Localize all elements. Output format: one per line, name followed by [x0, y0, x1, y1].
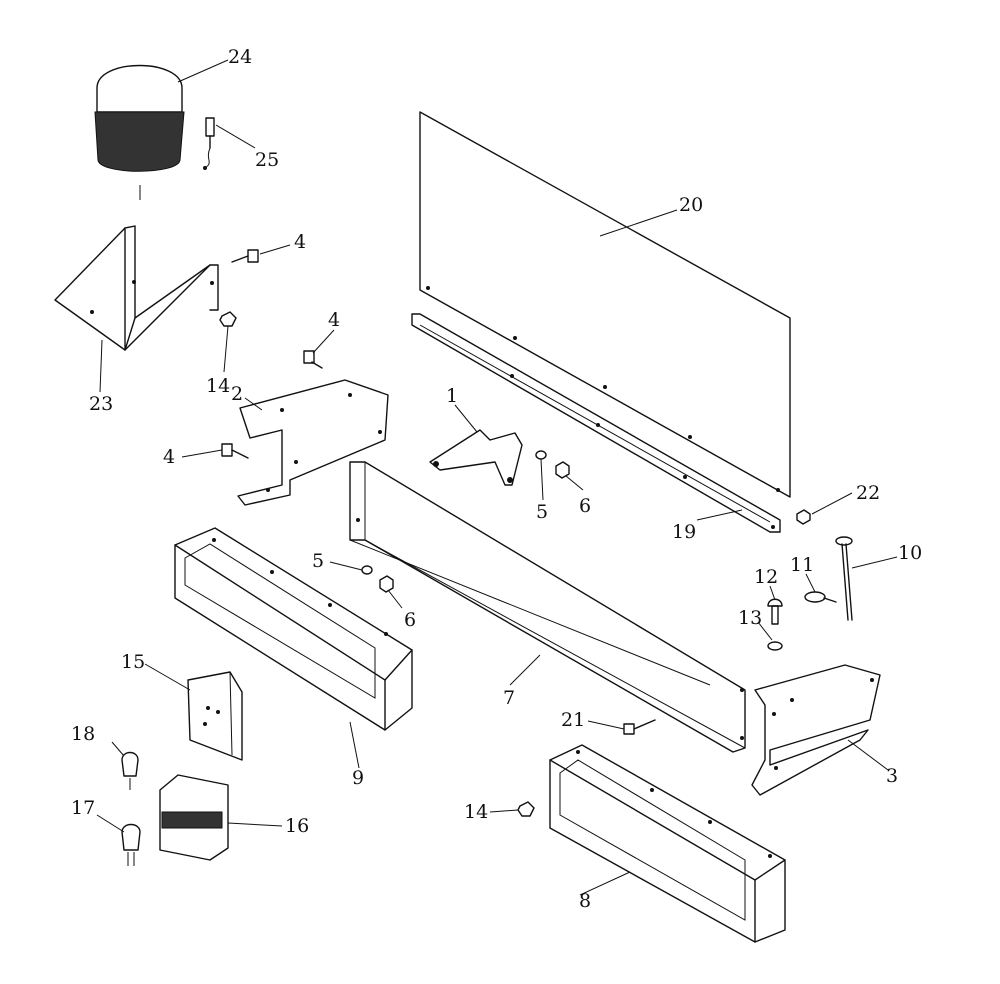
- nut-upper: [219, 311, 237, 327]
- washer-upper: [535, 450, 547, 460]
- callout-labels: 1 2 3 4 4 4 5 5 6 6 7 8 9 10 11 12 13 14…: [71, 46, 922, 912]
- callout-15: 15: [121, 651, 145, 673]
- callout-11: 11: [790, 554, 814, 576]
- callout-12: 12: [754, 566, 778, 588]
- nut-6-lower: [379, 575, 394, 593]
- callout-20: 20: [679, 194, 703, 216]
- right-light-box: [549, 744, 786, 943]
- mounting-plate: [187, 671, 243, 761]
- beacon-light: [94, 64, 185, 200]
- callout-23: 23: [89, 393, 113, 415]
- small-bracket: [429, 429, 523, 486]
- carriage-bolt: [767, 598, 783, 625]
- left-mount-plate: [237, 379, 389, 506]
- callout-18: 18: [71, 723, 95, 745]
- leader-lines: [96, 59, 898, 896]
- right-mount-plate: [751, 664, 881, 796]
- callout-6a: 6: [579, 495, 591, 517]
- beacon-bracket: [54, 225, 219, 351]
- long-channel: [349, 461, 746, 753]
- callout-14b: 14: [464, 801, 488, 823]
- bolt-lower: [221, 443, 249, 459]
- bolt-upper: [231, 249, 259, 263]
- tail-lamp: [159, 774, 229, 861]
- nut-22: [796, 509, 811, 525]
- callout-4b: 4: [328, 309, 340, 331]
- bolt-middle: [303, 350, 323, 369]
- callout-1: 1: [446, 385, 458, 407]
- nut-lower: [517, 801, 535, 817]
- callout-19: 19: [672, 521, 696, 543]
- callout-4c: 4: [163, 446, 175, 468]
- bulb-18: [121, 751, 139, 790]
- bulb-17: [121, 823, 141, 866]
- callout-22: 22: [856, 482, 880, 504]
- callout-25: 25: [255, 149, 279, 171]
- lynch-pin: [804, 591, 837, 603]
- callout-2: 2: [231, 383, 243, 405]
- callout-10: 10: [898, 542, 922, 564]
- flat-washer: [767, 641, 783, 651]
- callout-14a: 14: [206, 375, 230, 397]
- callout-13: 13: [738, 607, 762, 629]
- nut-6-upper: [555, 461, 570, 479]
- left-light-box: [174, 527, 413, 731]
- callout-24: 24: [228, 46, 252, 68]
- bolt-21: [623, 719, 656, 735]
- callout-5b: 5: [312, 550, 324, 572]
- callout-7: 7: [503, 687, 515, 709]
- callout-8: 8: [579, 890, 591, 912]
- callout-4a: 4: [294, 231, 306, 253]
- plug-connector: [203, 117, 215, 170]
- washer-lower: [361, 565, 373, 575]
- clamp-strip: [411, 313, 781, 533]
- callout-9: 9: [352, 767, 364, 789]
- callout-3: 3: [886, 765, 898, 787]
- callout-21: 21: [561, 709, 585, 731]
- long-pin: [835, 536, 853, 621]
- callout-6b: 6: [404, 609, 416, 631]
- callout-16: 16: [285, 815, 309, 837]
- callout-5a: 5: [536, 501, 548, 523]
- callout-17: 17: [71, 797, 95, 819]
- glass-panel: [419, 111, 791, 498]
